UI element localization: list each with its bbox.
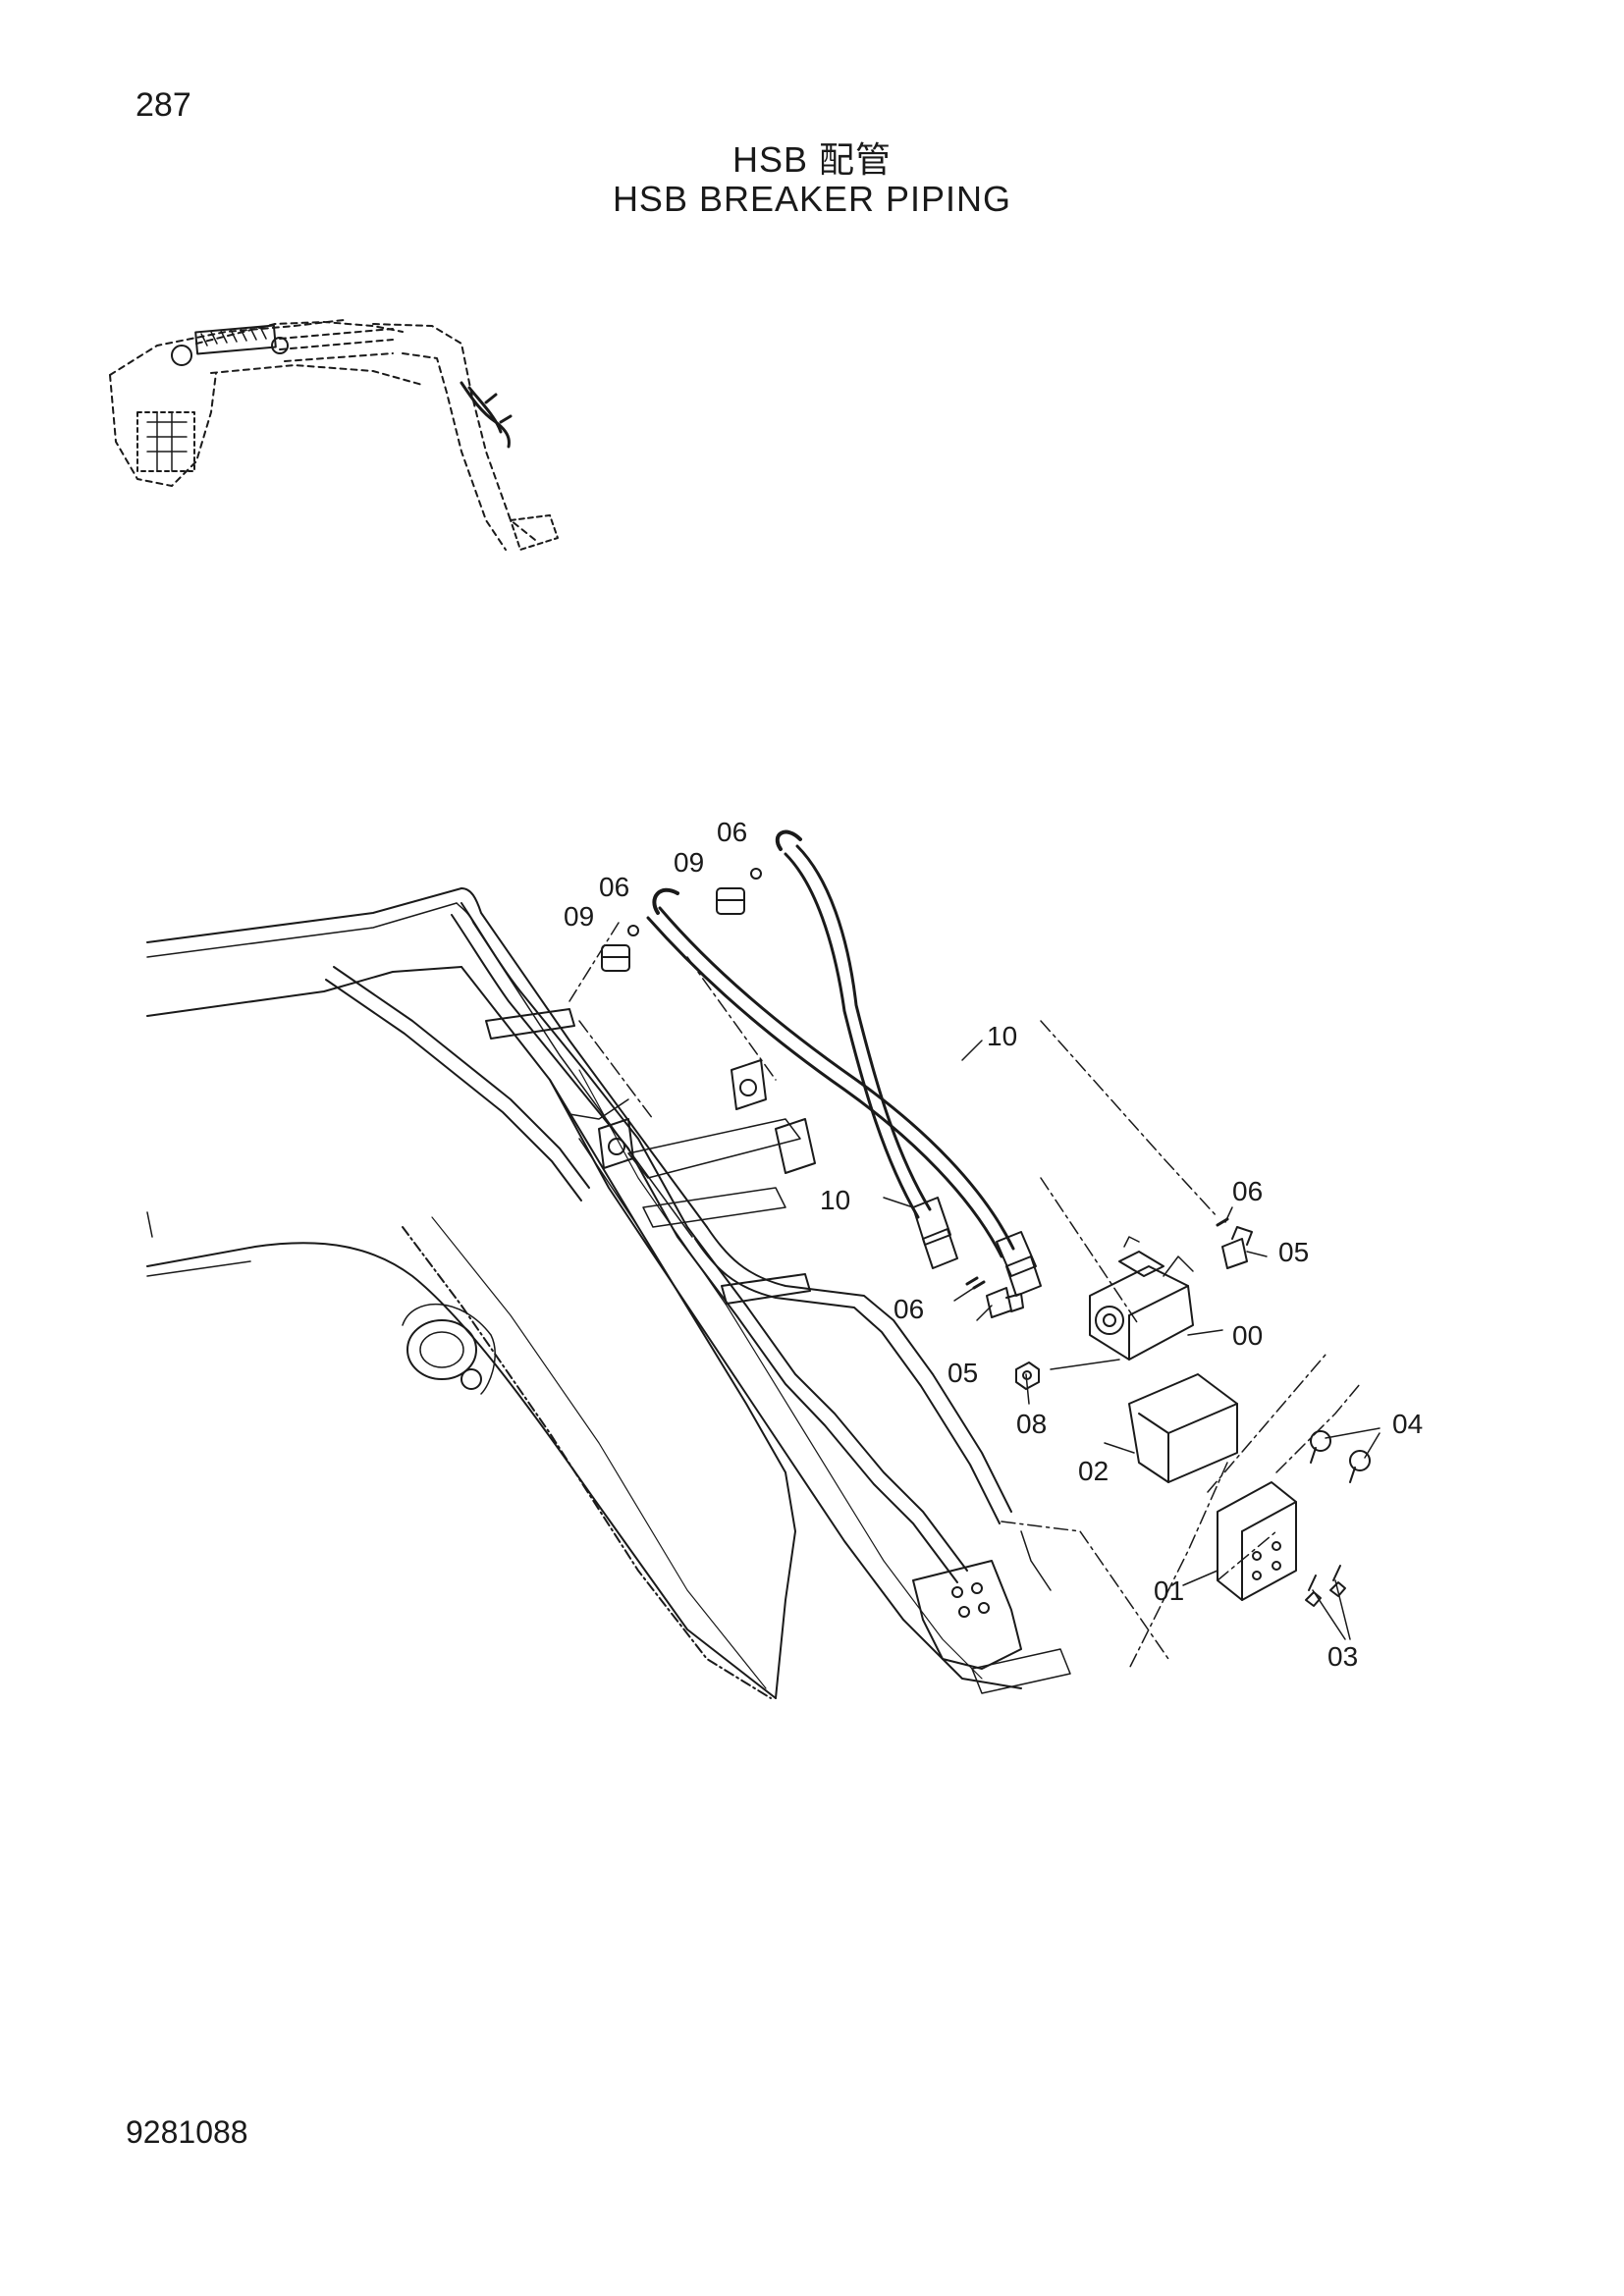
bolts-03 xyxy=(1305,1565,1346,1607)
callout-06-lower: 06 xyxy=(893,1294,924,1324)
callout-03: 03 xyxy=(1327,1641,1358,1672)
callout-06-right: 06 xyxy=(717,817,747,847)
callout-05-right: 05 xyxy=(1278,1237,1309,1267)
o-ring-06-right xyxy=(750,868,762,880)
callout-labels: 09 06 09 06 10 10 06 05 00 06 05 08 04 0… xyxy=(564,817,1423,1672)
callout-01: 01 xyxy=(1154,1575,1184,1606)
callout-10-long: 10 xyxy=(987,1021,1017,1051)
leader-lines xyxy=(568,922,1361,1670)
callout-06-upper: 06 xyxy=(1232,1176,1263,1206)
solenoid-valve-00 xyxy=(1089,1236,1194,1361)
bolts-04 xyxy=(1310,1430,1371,1483)
page-number: 287 xyxy=(135,86,191,124)
plug-09-right xyxy=(716,887,745,915)
callout-09-left: 09 xyxy=(564,901,594,932)
callout-05-left: 05 xyxy=(947,1358,978,1388)
hose-10-short xyxy=(775,829,958,1269)
elbow-05-right xyxy=(1221,1226,1253,1269)
cover-02 xyxy=(1128,1373,1238,1483)
callout-02: 02 xyxy=(1078,1456,1109,1486)
callout-06-left: 06 xyxy=(599,872,629,902)
mounting-plate xyxy=(912,1530,1071,1694)
title-japanese: HSB 配管 xyxy=(731,139,893,180)
callout-lead-lines xyxy=(883,1040,1380,1640)
boom-structure xyxy=(146,887,1022,1699)
boom-pipes xyxy=(325,902,1012,1583)
plug-09-left xyxy=(601,944,630,972)
elbow-05-left xyxy=(986,1287,1024,1318)
title-english: HSB BREAKER PIPING xyxy=(612,179,1012,219)
callout-08: 08 xyxy=(1016,1409,1047,1439)
hose-10-long xyxy=(646,887,1042,1297)
callout-09-right: 09 xyxy=(674,847,704,878)
callout-00: 00 xyxy=(1232,1320,1263,1351)
callout-04: 04 xyxy=(1392,1409,1423,1439)
callout-10-short: 10 xyxy=(820,1185,850,1215)
key-map-thumbnail xyxy=(109,319,559,551)
o-ring-06-left xyxy=(627,925,639,936)
document-number: 9281088 xyxy=(126,2114,248,2150)
bracket-01 xyxy=(1217,1481,1297,1601)
